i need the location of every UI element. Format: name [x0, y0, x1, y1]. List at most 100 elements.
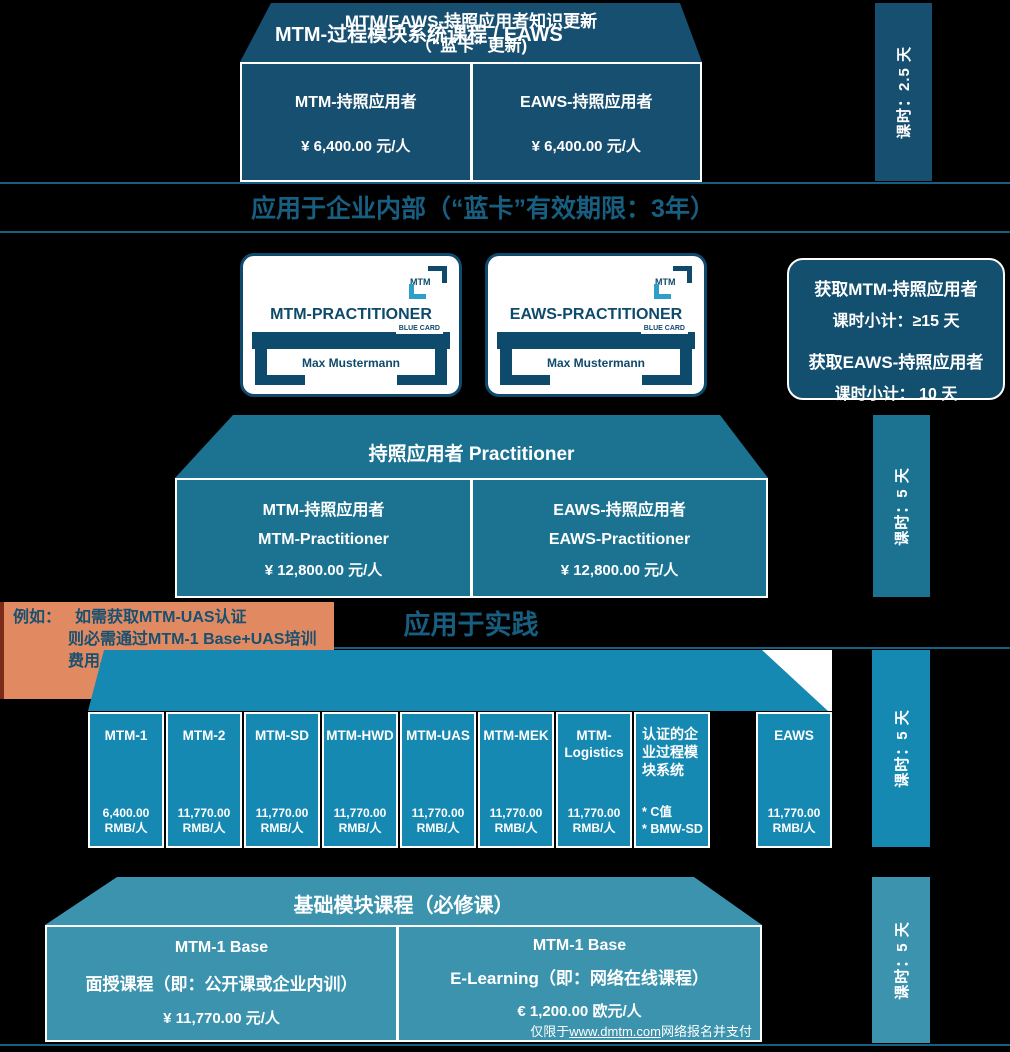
divider-line-top — [0, 182, 1010, 184]
corner-bracket-icon — [642, 347, 692, 385]
renewal-box-eaws: EAWS-持照应用者 ¥ 6,400.00 元/人 — [472, 64, 700, 180]
logo-corner-bracket-icon — [428, 266, 447, 283]
module-price: 11,770.00 RMB/人 — [177, 806, 231, 835]
base-right-line2: E-Learning（即：网络在线课程） — [450, 969, 709, 988]
mtm-logo-text: MTM — [410, 277, 431, 287]
module-name: MTM-1 — [104, 728, 148, 743]
practitioner-duration-label: 课时：5 天 — [894, 466, 912, 546]
card-holder-name: Max Mustermann — [301, 356, 401, 370]
card-stripe — [497, 332, 695, 349]
module-price: 11,770.00 RMB/人 — [767, 806, 821, 835]
practitioner-duration-bar: 课时：5 天 — [873, 415, 930, 597]
summary-eaws-label: 获取EAWS-持照应用者 — [808, 353, 984, 372]
module-box-mtm-mek: MTM-MEK 11,770.00 RMB/人 — [478, 712, 554, 848]
note-line1-text: 如需获取MTM-UAS认证 — [75, 609, 247, 626]
module-box-mtm-uas: MTM-UAS 11,770.00 RMB/人 — [400, 712, 476, 848]
practitioner-header: 持照应用者 Practitioner — [175, 415, 768, 478]
base-right-note: 仅限于www.dmtm.com网络报名并支付 — [530, 1021, 754, 1040]
module-bullets: * C值 * BMW-SD — [642, 805, 703, 836]
base-box-elearning: MTM-1 Base E-Learning（即：网络在线课程） € 1,200.… — [399, 927, 760, 1040]
module-box-mtm-sd: MTM-SD 11,770.00 RMB/人 — [244, 712, 320, 848]
renewal-title-line2: （“蓝卡” 更新) — [414, 36, 528, 55]
renewal-box-mtm-price: ¥ 6,400.00 元/人 — [301, 138, 411, 156]
dmtm-website-link[interactable]: www.dmtm.com — [569, 1024, 661, 1039]
mtm-logo-text: MTM — [655, 277, 676, 287]
practitioner-box-mtm: MTM-持照应用者 MTM-Practitioner ¥ 12,800.00 元… — [177, 480, 470, 596]
renewal-box-mtm-title: MTM-持照应用者 — [294, 93, 417, 111]
modules-duration-bar: 课时：5 天 — [872, 650, 930, 847]
corner-bracket-icon — [255, 347, 305, 385]
renewal-box-eaws-price: ¥ 6,400.00 元/人 — [531, 138, 641, 156]
summary-mtm-label: 获取MTM-持照应用者 — [814, 280, 978, 299]
band-practice-title: 应用于实践 — [403, 610, 539, 640]
module-box-eaws: EAWS 11,770.00 RMB/人 — [756, 712, 832, 848]
renewal-duration-bar: 课时：2.5 天 — [875, 3, 932, 181]
note-line1-label: 例如： — [13, 609, 62, 626]
base-right-price: € 1,200.00 欧元/人 — [517, 1003, 642, 1020]
renewal-box-eaws-title: EAWS-持照应用者 — [520, 93, 653, 111]
card-title: EAWS-PRACTITIONER — [509, 306, 683, 323]
summary-eaws-value: 课时小计： 10 天 — [834, 386, 958, 403]
renewal-header: MTM/EAWS-持照应用者知识更新 （“蓝卡” 更新) — [240, 3, 702, 62]
spacer — [789, 331, 1003, 348]
logo-corner-bracket-icon — [409, 284, 426, 299]
module-box-mtm-logistics: MTM-Logistics 11,770.00 RMB/人 — [556, 712, 632, 848]
module-price: 11,770.00 RMB/人 — [333, 806, 387, 835]
base-left-line2: 面授课程（即：公开课或企业内训） — [85, 974, 358, 994]
card-holder-name: Max Mustermann — [546, 356, 646, 370]
mtm-logo-icon: MTM — [654, 266, 692, 299]
logo-corner-bracket-icon — [654, 284, 671, 299]
modules-header — [88, 650, 832, 711]
module-price: 11,770.00 RMB/人 — [255, 806, 309, 835]
card-title: MTM-PRACTITIONER — [270, 306, 432, 323]
logo-corner-bracket-icon — [673, 266, 692, 283]
summary-mtm-value: 课时小计：≥15 天 — [832, 313, 960, 330]
module-price: 6,400.00 RMB/人 — [102, 806, 150, 835]
blue-card-mtm: MTM MTM-PRACTITIONER BLUE CARD Max Muste… — [240, 253, 462, 397]
module-name: MTM-HWD — [326, 728, 394, 743]
base-duration-label: 课时：5 天 — [893, 920, 911, 1000]
blue-card-badge: BLUE CARD — [640, 324, 688, 334]
renewal-box-mtm: MTM-持照应用者 ¥ 6,400.00 元/人 — [242, 64, 470, 180]
module-name: EAWS — [774, 728, 814, 743]
practitioner-eaws-price: ¥ 12,800.00 元/人 — [560, 561, 679, 579]
note-line1: 例如： 如需获取MTM-UAS认证 — [4, 607, 334, 629]
card-stripe — [252, 332, 450, 349]
base-left-line1: MTM-1 Base — [174, 939, 269, 957]
base-duration-bar: 课时：5 天 — [872, 877, 930, 1043]
blue-card-eaws: MTM EAWS-PRACTITIONER BLUE CARD Max Must… — [485, 253, 707, 397]
band-internal-use-title: 应用于企业内部（“蓝卡”有效期限：3年） — [251, 195, 715, 223]
modules-header-title: MTM-过程模块系统课程 / EAWS — [275, 24, 563, 46]
corner-bracket-icon — [500, 347, 550, 385]
base-box-classroom: MTM-1 Base 面授课程（即：公开课或企业内训） ¥ 11,770.00 … — [47, 927, 396, 1040]
duration-summary-box: 获取MTM-持照应用者 课时小计：≥15 天 获取EAWS-持照应用者 课时小计… — [787, 258, 1005, 403]
module-name: 认证的企业过程模块系统 — [642, 726, 698, 778]
practitioner-mtm-line1: MTM-持照应用者 — [262, 502, 385, 520]
module-name: MTM-Logistics — [564, 728, 624, 760]
practitioner-boxes: MTM-持照应用者 MTM-Practitioner ¥ 12,800.00 元… — [175, 478, 768, 598]
base-left-price: ¥ 11,770.00 元/人 — [163, 1009, 280, 1027]
corner-bracket-icon — [397, 347, 447, 385]
note-suffix: 网络报名并支付 — [660, 1024, 752, 1039]
practitioner-eaws-line2: EAWS-Practitioner — [548, 530, 691, 548]
module-price: 11,770.00 RMB/人 — [411, 806, 465, 835]
module-box-certified-systems: 认证的企业过程模块系统 * C值 * BMW-SD — [634, 712, 710, 848]
practitioner-eaws-line1: EAWS-持照应用者 — [553, 502, 686, 520]
practitioner-mtm-line2: MTM-Practitioner — [258, 530, 389, 548]
base-boxes: MTM-1 Base 面授课程（即：公开课或企业内训） ¥ 11,770.00 … — [45, 925, 762, 1042]
module-price: 11,770.00 RMB/人 — [489, 806, 543, 835]
practitioner-mtm-price: ¥ 12,800.00 元/人 — [264, 561, 383, 579]
divider-line-practice — [0, 647, 1010, 649]
module-name: MTM-UAS — [406, 728, 470, 743]
module-name: MTM-2 — [182, 728, 226, 743]
divider-line-bottom — [0, 1044, 1010, 1046]
module-name: MTM-SD — [255, 728, 309, 743]
modules-duration-label: 课时：5 天 — [893, 709, 911, 788]
renewal-duration-label: 课时：2.5 天 — [896, 45, 913, 139]
module-price: 11,770.00 RMB/人 — [567, 806, 621, 835]
blue-card-badge: BLUE CARD — [395, 324, 443, 334]
note-prefix: 仅限于 — [530, 1024, 570, 1039]
practitioner-box-eaws: EAWS-持照应用者 EAWS-Practitioner ¥ 12,800.00… — [473, 480, 766, 596]
note-line2: 则必需通过MTM-1 Base+UAS培训 — [68, 631, 317, 648]
